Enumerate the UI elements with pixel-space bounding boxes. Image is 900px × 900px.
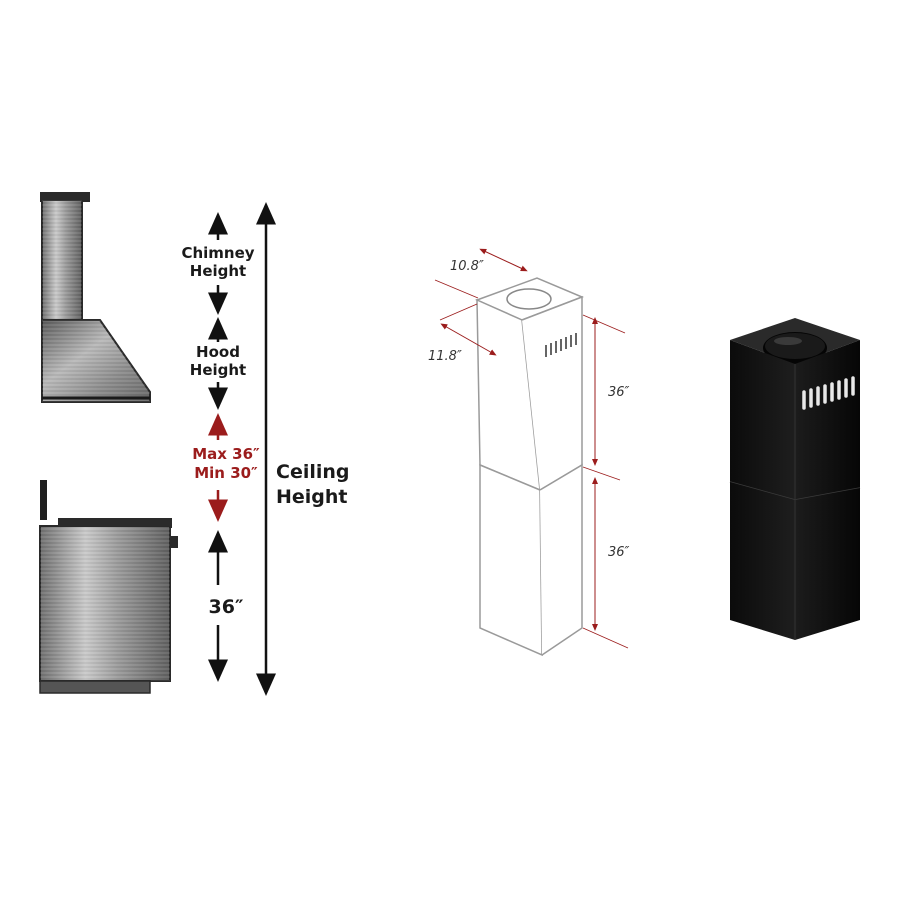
ceiling-height-label-line1: Ceiling: [276, 461, 350, 483]
black-vent-icon: [802, 376, 855, 410]
upper-section-label: 36″: [608, 385, 630, 400]
min-clearance-label: Min 30″: [194, 464, 258, 482]
line-duct-opening: [506, 288, 552, 310]
hood-top-cap: [40, 192, 90, 202]
stove-backguard: [40, 480, 47, 520]
width-dim: [440, 323, 497, 356]
black-lower-side: [795, 488, 860, 640]
hood-height-label-line1: Hood: [196, 343, 240, 361]
hood-height-label-line2: Height: [190, 361, 246, 379]
stove-base: [39, 680, 151, 694]
depth-label: 10.8″: [450, 259, 484, 274]
stove-cooktop: [58, 518, 172, 528]
height-labels: Chimney Height Hood Height Max 36″ Min 3…: [181, 244, 349, 618]
black-lower-front: [730, 482, 795, 640]
chimney-extension-line-drawing: [475, 277, 585, 657]
stove-knob: [170, 536, 178, 548]
range-stove-side-view: [39, 480, 178, 694]
black-upper-side: [795, 340, 860, 500]
width-label: 11.8″: [428, 349, 462, 364]
chimney-height-label-line2: Height: [190, 262, 246, 280]
line-lower-front: [479, 463, 543, 657]
counter-height-label: 36″: [209, 596, 244, 618]
max-clearance-label: Max 36″: [192, 445, 260, 463]
dimension-labels: 10.8″ 11.8″ 36″ 36″: [428, 259, 630, 560]
black-upper-front: [730, 340, 795, 500]
line-lower-side: [539, 463, 583, 656]
depth-dim-top: [479, 248, 528, 272]
dimension-lines: [434, 248, 629, 649]
lower-section-label: 36″: [608, 545, 630, 560]
range-hood-side-view: [40, 192, 151, 403]
chimney-height-label-line1: Chimney: [181, 244, 254, 262]
line-vent-icon: [545, 333, 577, 357]
ceiling-height-label-line2: Height: [276, 486, 348, 508]
height-arrows: [208, 202, 276, 696]
black-chimney-extension: [729, 318, 861, 640]
